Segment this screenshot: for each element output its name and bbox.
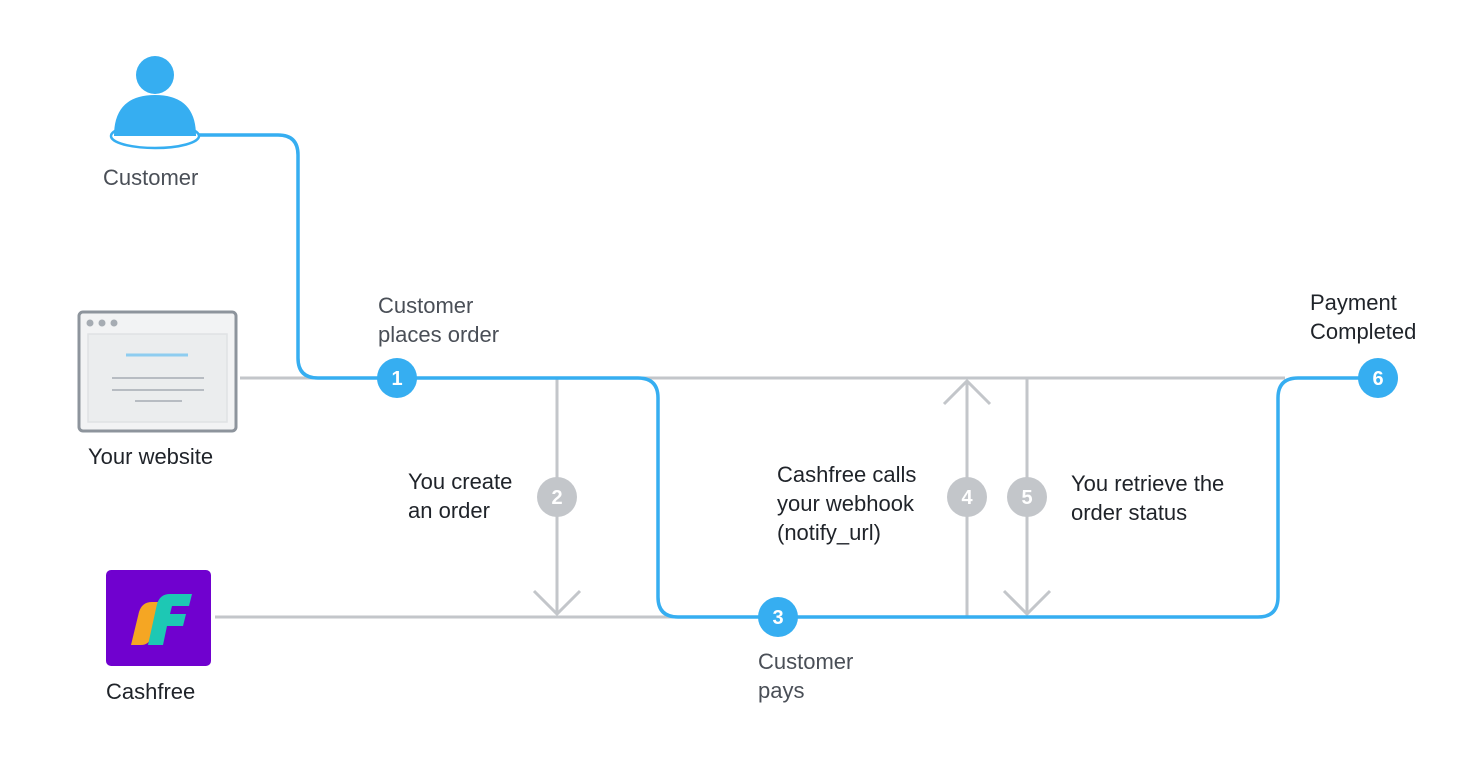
website-label: Your website	[88, 444, 214, 469]
step-badge-4: 4	[947, 477, 987, 517]
step-badge-2: 2	[537, 477, 577, 517]
browser-window-icon	[77, 310, 238, 433]
svg-text:5: 5	[1021, 487, 1032, 509]
step-badge-6: 6	[1358, 358, 1398, 398]
svg-text:2: 2	[551, 487, 562, 509]
svg-text:4: 4	[961, 487, 973, 509]
cashfree-label: Cashfree	[106, 679, 196, 704]
step-badge-5: 5	[1007, 477, 1047, 517]
person-icon	[109, 56, 201, 150]
svg-text:1: 1	[391, 368, 402, 390]
customer-label: Customer	[103, 165, 199, 190]
cashfree-logo-icon	[106, 570, 211, 666]
svg-text:6: 6	[1372, 368, 1383, 390]
customer-flow-path	[197, 133, 1378, 619]
svg-text:3: 3	[772, 607, 783, 629]
step-badge-3: 3	[758, 597, 798, 637]
step-badge-1: 1	[377, 358, 417, 398]
